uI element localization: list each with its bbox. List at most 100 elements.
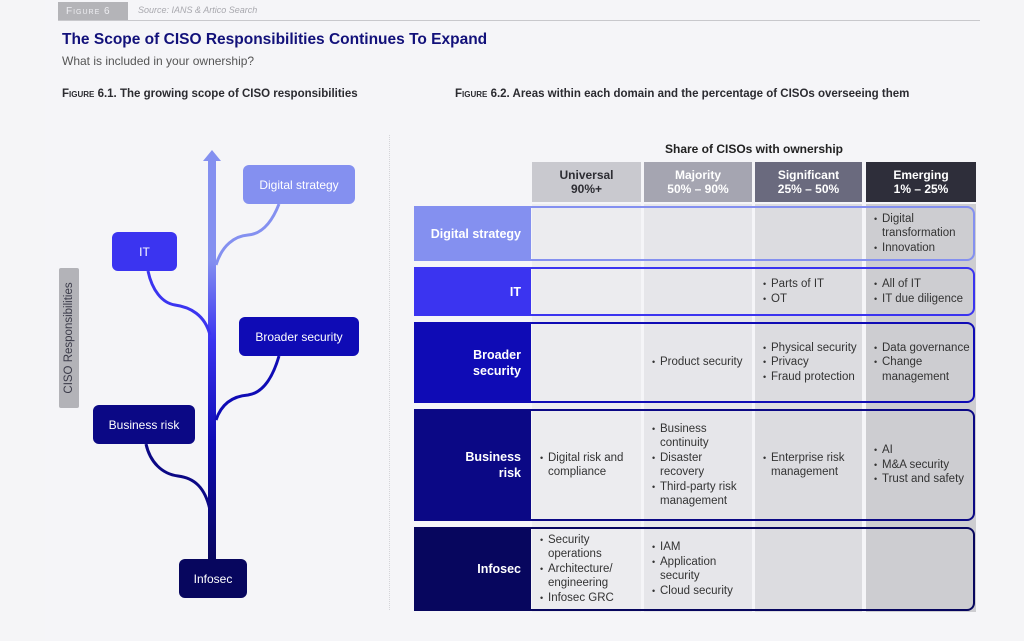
column-name: Universal [559, 168, 614, 182]
list-item: Change management [874, 355, 972, 384]
list-item: Privacy [763, 355, 858, 370]
cell-list: Data governanceChange management [874, 341, 972, 385]
cell-list: Business continuityDisaster recoveryThir… [652, 422, 748, 509]
tree-stem [208, 160, 216, 560]
list-item: IAM [652, 540, 748, 555]
axis-label: CISO Responsibilities [63, 282, 75, 394]
node-business-risk: Business risk [93, 405, 195, 444]
node-digital-strategy: Digital strategy [243, 165, 355, 204]
cell-list: Physical securityPrivacyFraud protection [763, 341, 858, 385]
list-item: Innovation [874, 241, 972, 256]
branch-digital-strategy [214, 203, 281, 266]
list-item: Fraud protection [763, 370, 858, 385]
table-cell: Data governanceChange management [866, 322, 976, 403]
arrow-head-icon [203, 150, 221, 161]
row-label-infosec: Infosec [414, 527, 531, 611]
table-cell: Physical securityPrivacyFraud protection [755, 322, 862, 403]
row-label-digital-strategy: Digital strategy [414, 206, 531, 261]
list-item: Enterprise risk management [763, 451, 858, 480]
node-it: IT [112, 232, 177, 271]
list-item: M&A security [874, 458, 972, 473]
list-item: All of IT [874, 277, 972, 292]
table-cell: Security operationsArchitecture/ enginee… [532, 527, 641, 611]
cell-list: Enterprise risk management [763, 451, 858, 480]
column-name: Majority [674, 168, 721, 182]
list-item: Security operations [540, 533, 637, 562]
row-outline-business-risk [530, 409, 975, 521]
column-range: 90%+ [570, 182, 603, 196]
cell-list: Product security [652, 355, 748, 370]
table-cell: AIM&A securityTrust and safety [866, 409, 976, 521]
figure-tab: Figure 6 [58, 2, 128, 20]
row-outline-digital-strategy [530, 206, 975, 261]
list-item: Digital transformation [874, 212, 972, 241]
figure-subtitle: What is included in your ownership? [62, 54, 255, 68]
list-item: Architecture/ engineering [540, 562, 637, 591]
cell-list: Security operationsArchitecture/ enginee… [540, 533, 637, 606]
list-item: Business continuity [652, 422, 748, 451]
node-infosec: Infosec [179, 559, 247, 598]
cell-list: Digital risk and compliance [540, 451, 637, 480]
list-item: Infosec GRC [540, 591, 637, 606]
caption-prefix: Figure [62, 88, 95, 100]
list-item: OT [763, 292, 858, 307]
branch-business-risk [144, 443, 212, 511]
row-outline-infosec [530, 527, 975, 611]
list-item: Product security [652, 355, 748, 370]
column-range: 25% – 50% [777, 182, 840, 196]
table-cell: Enterprise risk management [755, 409, 862, 521]
table-cell: Product security [644, 322, 752, 403]
column-range: 1% – 25% [893, 182, 949, 196]
panel-divider [389, 135, 390, 610]
table-cell: Parts of ITOT [755, 267, 862, 316]
row-label-text: Digital strategy [430, 226, 521, 241]
list-item: AI [874, 443, 972, 458]
caption-text: 6.1. The growing scope of CISO responsib… [94, 88, 358, 100]
axis-label-box: CISO Responsibilities [59, 268, 79, 408]
table-cell: IAMApplication securityCloud security [644, 527, 752, 611]
row-label-text: Infosec [477, 562, 521, 576]
figure-title: The Scope of CISO Responsibilities Conti… [62, 31, 488, 48]
table-cell: Business continuityDisaster recoveryThir… [644, 409, 752, 521]
list-item: Cloud security [652, 584, 748, 599]
cell-list: Parts of ITOT [763, 277, 858, 306]
column-range: 50% – 90% [667, 182, 729, 196]
row-outline-it [530, 267, 975, 316]
list-item: Application security [652, 555, 748, 584]
table-cell: Digital transformationInnovation [866, 206, 976, 261]
column-name: Emerging [893, 168, 949, 182]
list-item: Digital risk and compliance [540, 451, 637, 480]
column-body-significant [755, 204, 862, 612]
figure-6-1-caption: Figure 6.1. The growing scope of CISO re… [62, 88, 358, 100]
list-item: Third-party risk management [652, 480, 748, 509]
column-body-emerging [866, 204, 976, 612]
cell-list: AIM&A securityTrust and safety [874, 443, 972, 487]
node-broader-security: Broader security [239, 317, 359, 356]
branch-broader-security [214, 355, 281, 421]
caption-text: 6.2. Areas within each domain and the pe… [487, 88, 910, 100]
figure-6-2-caption: Figure 6.2. Areas within each domain and… [455, 88, 909, 100]
caption-prefix: Figure [455, 88, 488, 100]
list-item: Parts of IT [763, 277, 858, 292]
row-label-text: Broader security [473, 347, 521, 378]
row-label-text: Business risk [465, 450, 521, 480]
row-outline-broader-security [530, 322, 975, 403]
list-item: Disaster recovery [652, 451, 748, 480]
table-cell: All of ITIT due diligence [866, 267, 976, 316]
cell-list: All of ITIT due diligence [874, 277, 972, 306]
cell-list: IAMApplication securityCloud security [652, 540, 748, 598]
list-item: IT due diligence [874, 292, 972, 307]
row-label-broader-security: Broader security [414, 322, 531, 403]
row-label-text: IT [509, 284, 521, 299]
top-rule [58, 20, 980, 21]
cell-list: Digital transformationInnovation [874, 212, 972, 256]
branch-it [146, 270, 212, 336]
figure-tab-label: Figure 6 [66, 5, 111, 17]
row-label-business-risk: Business risk [414, 409, 531, 521]
list-item: Trust and safety [874, 472, 972, 487]
table-cell: Digital risk and compliance [532, 409, 641, 521]
